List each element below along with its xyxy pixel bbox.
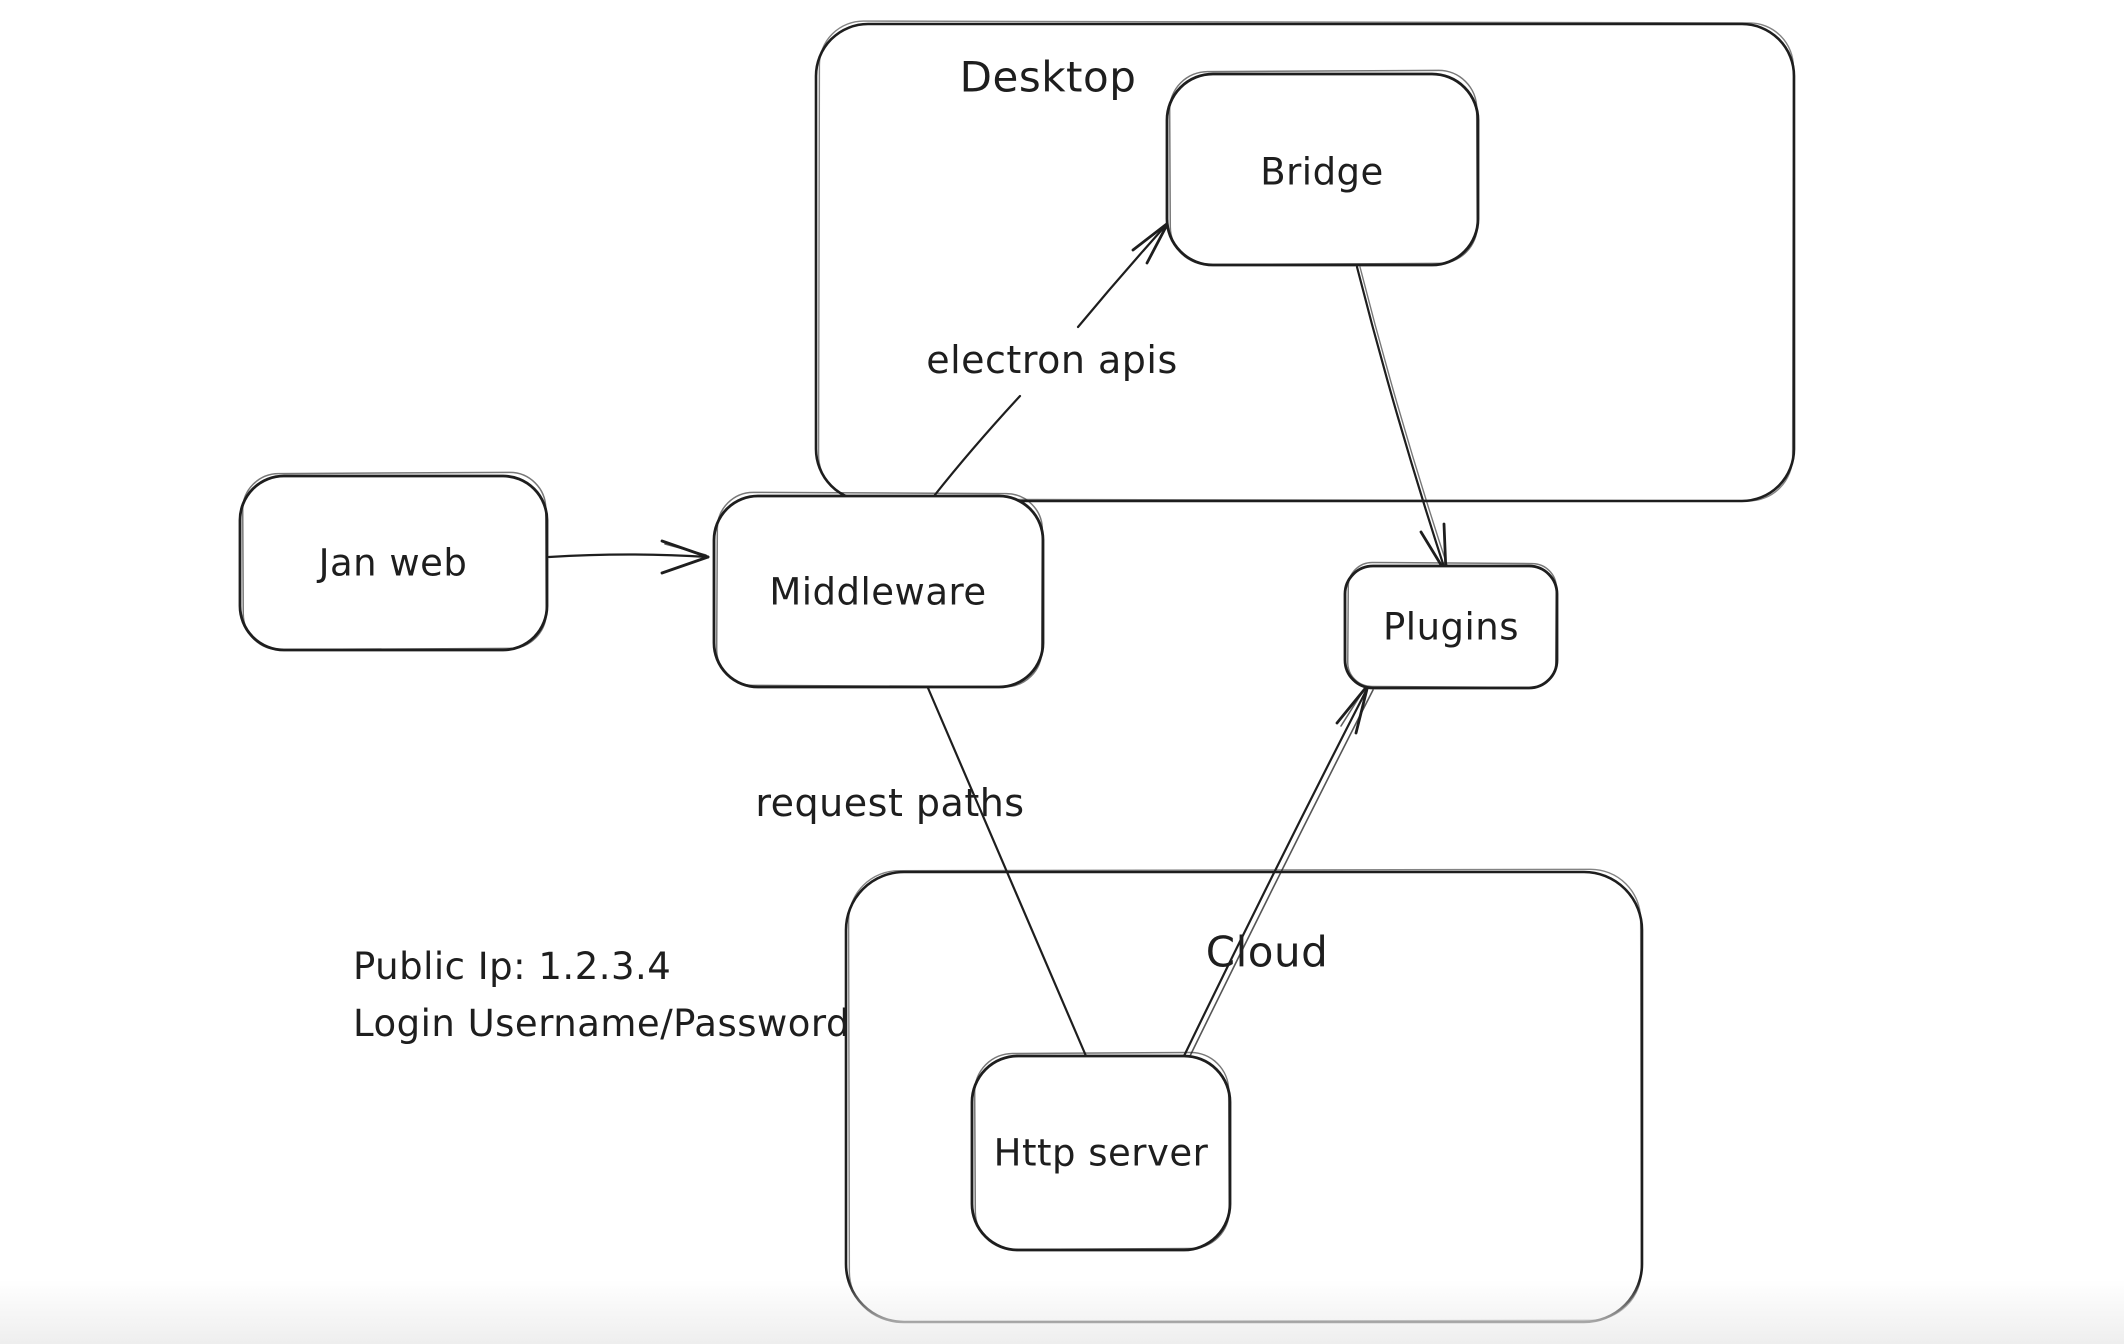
jan-web-node-box xyxy=(238,471,549,652)
request-paths-edge-label: request paths xyxy=(755,781,1025,825)
cloud-container-label: Cloud xyxy=(1205,927,1329,977)
line-middleware-to-httpserver xyxy=(926,686,1088,1058)
bridge-node-box xyxy=(1165,69,1480,267)
bridge-node-label: Bridge xyxy=(1260,150,1384,194)
arrow-httpserver-to-plugins xyxy=(1182,683,1374,1059)
plugins-node-box xyxy=(1343,561,1559,690)
note-login-line: Login Username/Password xyxy=(353,1002,850,1045)
plugins-node-label: Plugins xyxy=(1382,605,1520,649)
desktop-container-box xyxy=(814,20,1796,503)
electron-apis-edge-label: electron apis xyxy=(926,338,1178,382)
middleware-node-box xyxy=(712,491,1045,689)
middleware-node-label: Middleware xyxy=(769,570,987,614)
note-public-ip-line: Public Ip: 1.2.3.4 xyxy=(353,945,672,988)
http-server-node-box xyxy=(970,1051,1232,1252)
http-server-node-label: Http server xyxy=(993,1131,1209,1175)
arrow-middleware-to-bridge xyxy=(932,221,1170,498)
public-ip-login-note: Public Ip: 1.2.3.4 Login Username/Passwo… xyxy=(353,938,850,1052)
jan-web-node-label: Jan web xyxy=(318,541,468,585)
arrow-bridge-to-plugins xyxy=(1355,265,1450,575)
arrow-janweb-to-middleware xyxy=(547,539,710,575)
desktop-container-label: Desktop xyxy=(959,52,1137,102)
